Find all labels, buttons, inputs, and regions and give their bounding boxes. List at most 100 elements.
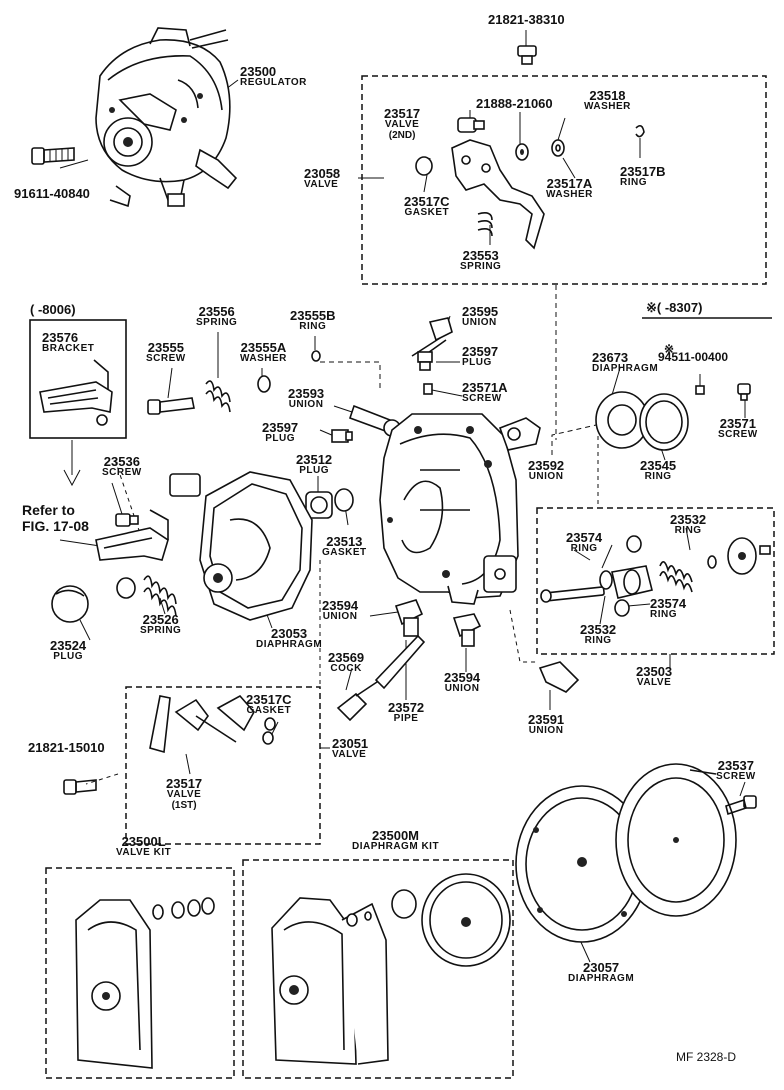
union-23592 <box>498 417 541 451</box>
part-name: BRACKET <box>42 343 95 354</box>
part-number: 23517 <box>166 776 203 791</box>
part-name: SCREW <box>102 467 142 478</box>
part-number: 23572 <box>388 700 425 715</box>
part-name: SCREW <box>718 429 758 440</box>
plug-23524 <box>51 585 89 623</box>
valve-2nd <box>457 117 485 133</box>
label-21821-15010: 21821-15010 <box>28 741 105 754</box>
part-number: 21821-38310 <box>488 12 565 27</box>
part-number: 23517C <box>246 692 292 707</box>
group-box-23500L <box>45 867 235 1079</box>
part-name: VALVE <box>636 677 672 688</box>
part-name: RING <box>674 525 702 536</box>
part-name: RING <box>644 471 672 482</box>
part-number: 23517A <box>546 176 593 191</box>
nut-94511 <box>695 385 705 395</box>
screw-23536 <box>115 513 139 527</box>
screw-23555 <box>147 397 195 415</box>
union-23591 <box>538 661 580 693</box>
part-name: RING <box>650 609 677 620</box>
part-name: PLUG <box>53 651 83 662</box>
serial-note-8006: ( -8006) <box>30 302 76 317</box>
group-box-23051 <box>125 686 321 845</box>
ring-23545 <box>639 393 689 451</box>
cap-small <box>116 577 136 599</box>
part-name: SPRING <box>140 625 182 636</box>
label-94511-00400: 94511-00400 <box>658 351 728 363</box>
part-number: 23571 <box>719 416 756 431</box>
asterisk-mark: ※ <box>664 342 675 356</box>
part-name: PLUG <box>265 433 295 444</box>
bracket-plate <box>169 473 201 497</box>
spring-23526 <box>143 575 177 617</box>
part-note: (1ST) <box>171 800 197 811</box>
part-number: 23555A <box>240 340 287 355</box>
part-number: 23555B <box>290 308 336 323</box>
part-note: (2ND) <box>388 130 416 141</box>
part-number: 23512 <box>296 452 333 467</box>
label-21821-38310: 21821-38310 <box>488 12 565 27</box>
part-number: 23555 <box>147 340 184 355</box>
part-name: GASKET <box>322 547 367 558</box>
plug-23597-r <box>417 351 433 371</box>
part-number: 23517C <box>404 194 450 209</box>
part-name: VALVE <box>304 179 339 190</box>
part-name: SCREW <box>462 393 502 404</box>
part-number: 23532 <box>670 512 707 527</box>
group-box-8006 <box>29 319 127 439</box>
plug-23597-l <box>331 429 353 443</box>
part-name: UNION <box>288 399 324 410</box>
part-number: 23537 <box>717 758 754 773</box>
group-box-23058 <box>361 75 767 285</box>
part-number: 23518 <box>589 88 626 103</box>
part-name: SCREW <box>146 353 186 364</box>
label-21888-21060: 21888-21060 <box>476 96 553 111</box>
part-number: 23592 <box>528 458 565 473</box>
part-number: 21888-21060 <box>476 96 553 111</box>
part-number: 23051 <box>332 736 369 751</box>
part-name: GASKET <box>404 207 450 218</box>
part-name: WASHER <box>584 101 631 112</box>
screw-23571 <box>737 383 751 401</box>
part-number: 23574 <box>650 596 687 611</box>
part-number: 23597 <box>262 420 299 435</box>
part-name: UNION <box>528 471 564 482</box>
ring-23555B <box>311 350 321 362</box>
valve-23503-parts <box>540 535 771 617</box>
part-number: 23545 <box>640 458 677 473</box>
valve-lever <box>451 139 545 250</box>
part-name: VALVE <box>332 749 367 760</box>
part-name: REGULATOR <box>240 77 307 88</box>
part-name: PLUG <box>299 465 329 476</box>
part-number: 23576 <box>42 330 79 345</box>
serial-note-8307: ※( -8307) <box>646 300 703 315</box>
part-number: 23571A <box>462 380 508 395</box>
part-name: UNION <box>444 683 480 694</box>
part-number: 23569 <box>328 650 365 665</box>
bolt-21821-38310 <box>517 45 537 65</box>
part-name: DIAPHRAGM <box>568 973 635 984</box>
